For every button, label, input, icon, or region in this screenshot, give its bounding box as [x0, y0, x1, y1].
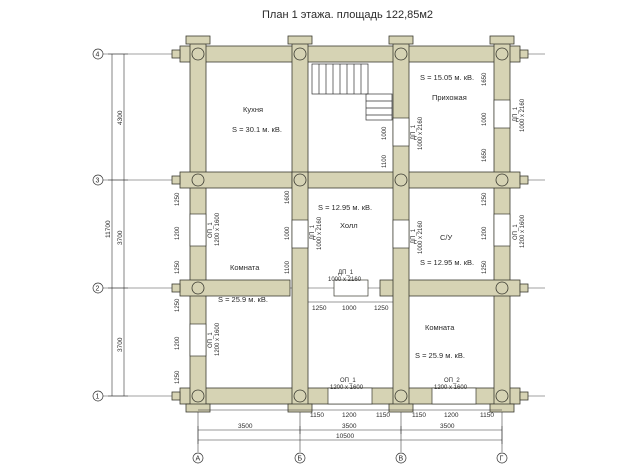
opening-op2-bottom-label: ОП_2 — [444, 378, 460, 384]
dim-l3: 1250 — [175, 260, 181, 274]
dim-bottom-b: 3500 — [342, 423, 357, 430]
dim-r2: 1000 — [482, 112, 488, 126]
dim-k1: 1000 — [382, 126, 388, 140]
room-bath-name: С/У — [440, 233, 453, 242]
dim-left-top: 4300 — [117, 110, 124, 125]
dim-bottom-a: 3500 — [238, 423, 253, 430]
plan-title: План 1 этажа. площадь 122,85м2 — [262, 9, 433, 21]
left-dimension-lines — [108, 53, 128, 397]
dim-b2: 1200 — [342, 412, 357, 419]
axis-label-row: 3 — [96, 178, 100, 185]
axis-label-col: Б — [298, 456, 303, 463]
dim-b4: 1150 — [412, 412, 426, 419]
dim-l4: 1250 — [175, 298, 181, 312]
room-right-area: S = 25.9 м. кВ. — [415, 351, 465, 360]
axis-label-col: А — [196, 456, 201, 463]
staircase — [311, 63, 393, 121]
axis-label-row: 1 — [96, 394, 100, 401]
dim-left-total: 11700 — [105, 220, 112, 238]
opening-op1-left-label: ОП_1 — [208, 222, 214, 238]
opening-dp1-size: 1000 х 2160 — [328, 277, 362, 283]
dim-hall-1000: 1000 — [342, 305, 357, 312]
dim-b3: 1150 — [376, 412, 390, 419]
dim-l1: 1250 — [175, 192, 181, 206]
dim-left-mid: 3700 — [117, 230, 124, 245]
opening-op2-bottom-size: 1200 х 1600 — [434, 385, 468, 391]
room-right-name: Комната — [425, 323, 455, 332]
room-hallway-name: Прихожая — [432, 93, 467, 102]
dim-h1: 1600 — [285, 190, 291, 204]
opening-dp1-right-size: 1000 х 2160 — [520, 98, 526, 132]
dim-l5: 1200 — [175, 336, 181, 350]
dim-hall-1250b: 1250 — [374, 305, 389, 312]
axis-label-row: 4 — [96, 52, 100, 59]
opening-op1-bottom-size: 1200 х 1600 — [330, 385, 364, 391]
opening-dp1-bath-size: 1000 х 2160 — [418, 220, 424, 254]
openings — [189, 99, 511, 405]
opening-op1-bottom-label: ОП_1 — [340, 378, 356, 384]
opening-op1-left2-label: ОП_1 — [208, 332, 214, 348]
room-kitchen-name: Кухня — [243, 105, 263, 114]
opening-dp1-inner-size: 1000 х 2160 — [418, 116, 424, 150]
dim-h3: 1100 — [285, 260, 291, 274]
axis-markers — [92, 48, 508, 464]
room-hall-name: Холл — [340, 221, 358, 230]
opening-dp1-inner-label: ДП_1 — [411, 124, 417, 140]
opening-op1-left-size: 1200 х 1600 — [215, 212, 221, 246]
opening-dp1-label: ДП_1 — [338, 270, 354, 276]
opening-dp1-mid-size: 1000 х 2160 — [317, 216, 323, 250]
dim-r6: 1250 — [482, 260, 488, 274]
room-hallway-area: S = 15.05 м. кВ. — [420, 73, 474, 82]
dim-bottom-total: 10500 — [336, 433, 354, 440]
room-hall-area: S = 12.95 м. кВ. — [318, 203, 372, 212]
dim-l6: 1250 — [175, 370, 181, 384]
axis-label-col: Г — [500, 456, 504, 463]
opening-op1-right-size: 1200 х 1600 — [520, 214, 526, 248]
dim-bottom-c: 3500 — [440, 423, 455, 430]
room-bath-area: S = 12.95 м. кВ. — [420, 258, 474, 267]
opening-op1-right-label: ОП_1 — [513, 224, 519, 240]
opening-dp1-right-label: ДП_1 — [513, 106, 519, 122]
room-kitchen-area: S = 30.1 м. кВ. — [232, 125, 282, 134]
dim-left-bot: 3700 — [117, 337, 124, 352]
room-left-area: S = 25.9 м. кВ. — [218, 295, 268, 304]
axis-label-col: В — [399, 456, 404, 463]
opening-op1-left2-size: 1200 х 1600 — [215, 322, 221, 356]
opening-dp1-mid-label: ДП_1 — [310, 224, 316, 240]
dim-k2: 1100 — [382, 154, 388, 168]
dim-r5: 1200 — [482, 226, 488, 240]
dim-b1: 1150 — [310, 412, 324, 419]
room-left-name: Комната — [230, 263, 260, 272]
axis-label-row: 2 — [96, 286, 100, 293]
opening-dp1-bath-label: ДП_1 — [411, 228, 417, 244]
dim-h2: 1000 — [285, 226, 291, 240]
dim-r3: 1650 — [482, 148, 488, 162]
bottom-dimension-lines — [197, 409, 503, 444]
dim-b5: 1200 — [444, 412, 459, 419]
wall-junctions — [191, 47, 509, 403]
dim-l2: 1200 — [175, 226, 181, 240]
dim-r4: 1250 — [482, 192, 488, 206]
dim-b6: 1150 — [480, 412, 494, 419]
dim-hall-1250a: 1250 — [312, 305, 327, 312]
dim-r1: 1650 — [482, 72, 488, 86]
